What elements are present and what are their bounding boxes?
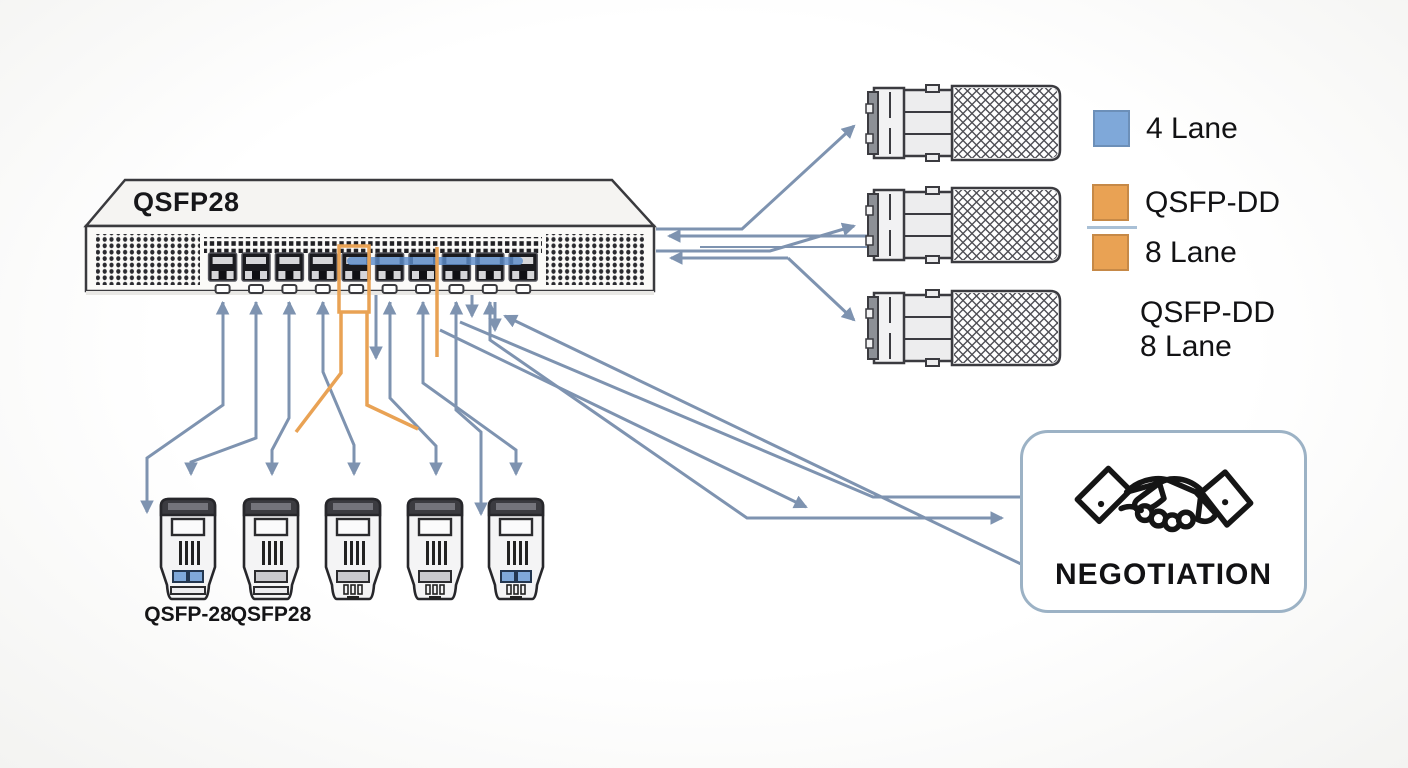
switch-base-edge [86,291,654,295]
legend-qsfpdd: QSFP-DD [1092,184,1280,221]
negotiation-label: NEGOTIATION [1054,557,1273,591]
legend-label-qsfpdd: QSFP-DD [1145,185,1280,219]
qsfp-plug-module [484,497,548,603]
vent-grid-left [96,234,200,285]
cable-to-module-3 [321,302,361,477]
negotiation-box: NEGOTIATION [1020,430,1307,613]
qsfpdd-module-1 [864,83,1062,163]
arrow-to-right-module-3 [786,256,856,322]
qsfpdd-8lane-caption: QSFP-DD 8 Lane [1140,296,1275,364]
legend-swatch-8lane [1092,234,1129,271]
caption-line-2: 8 Lane [1140,330,1232,363]
cable-midair-arrow [439,328,808,509]
switch-port [241,252,271,294]
cable-to-module-1 [184,302,258,477]
legend-swatch-qsfpdd [1092,184,1129,221]
qsfp-plug-module [239,497,303,603]
switch-port [274,252,305,294]
legend-4lane: 4 Lane [1093,110,1238,147]
legend-swatch-4lane [1093,110,1130,147]
qsfp-module-label: QSFP-28 [144,603,232,626]
legend-8lane: 8 Lane [1092,234,1237,271]
qsfp-module-label: QSFP28 [230,603,312,626]
cable-to-module-5 [421,302,523,477]
qsfp-plug-module [321,497,385,603]
qsfp-plug-module [403,497,467,603]
switch-label: QSFP28 [133,187,240,217]
switch-port [207,252,238,294]
cable-to-negotiation-2 [459,320,1030,499]
cable-to-module-2 [265,302,291,477]
right-qsfpdd-modules [864,83,1062,368]
arrow-to-right-module-2 [656,222,856,253]
switch-port [308,252,338,294]
legend-divider-line [1087,226,1137,229]
switch-chassis [83,178,657,295]
legend-label-4lane: 4 Lane [1146,111,1238,145]
vent-strip-top [204,237,542,253]
cable-long-mid [454,302,488,517]
legend-label-8lane: 8 Lane [1145,235,1237,269]
caption-line-1: QSFP-DD [1140,296,1275,329]
qsfpdd-module-3 [864,288,1062,368]
handshake-icon [1074,465,1253,532]
qsfp-plug-module [156,497,220,603]
cable-return-from-negotiation [503,314,1101,604]
arrow-to-right-module-1 [656,124,856,231]
cable-long-left [140,302,225,515]
vent-grid-right [546,234,644,285]
qsfpdd-module-2 [864,185,1062,265]
